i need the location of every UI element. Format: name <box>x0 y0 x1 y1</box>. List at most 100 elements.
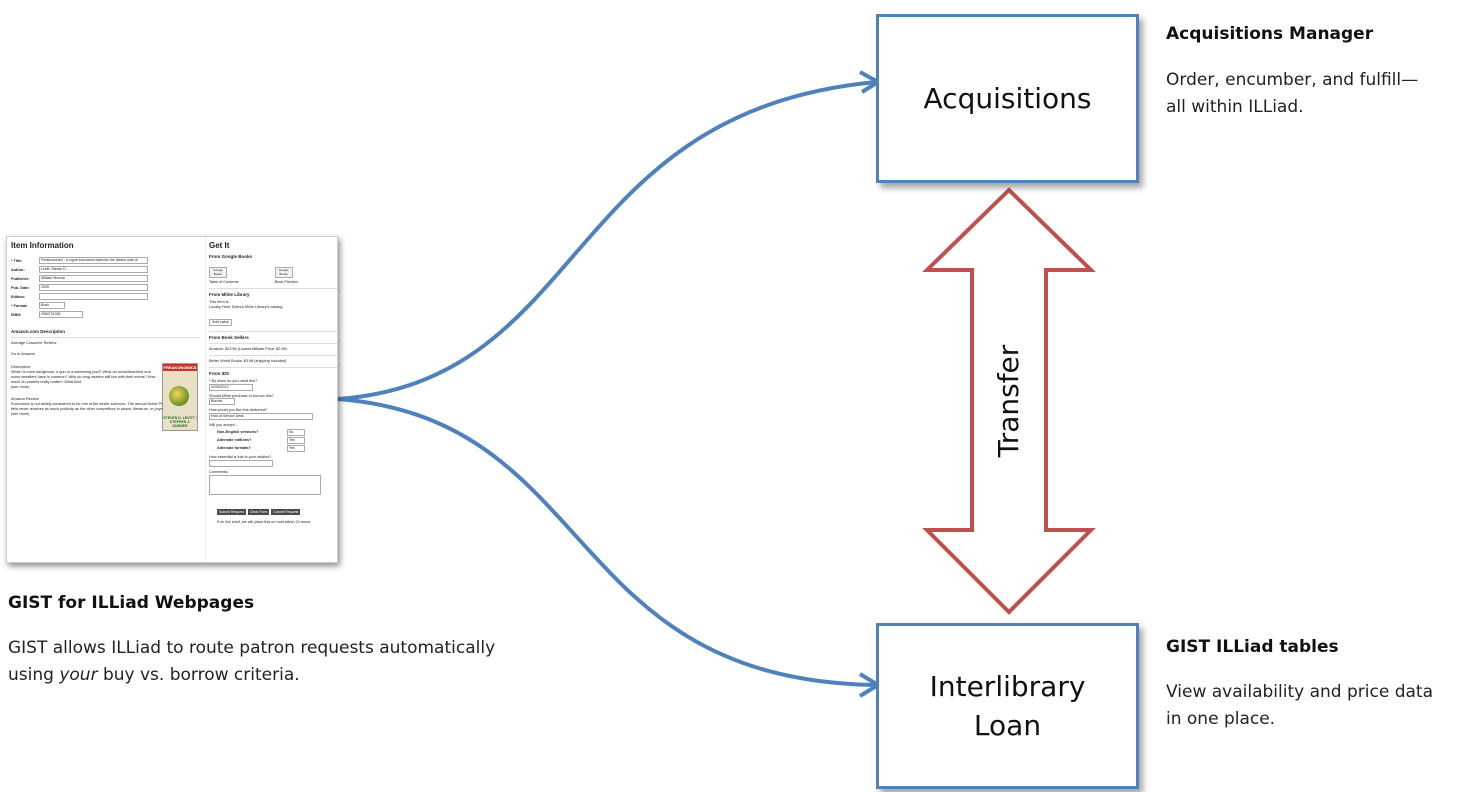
connector-to-acquisitions <box>337 80 877 401</box>
date-input[interactable]: 02/06/2012 <box>209 383 253 391</box>
item-field-row: Publisher: William Morrow <box>11 274 199 283</box>
purchase-select[interactable]: Borrow <box>209 398 235 406</box>
gist-webpages-heading: GIST for ILLiad Webpages <box>8 593 255 613</box>
seller-better-world[interactable]: Better World Books: $3.98 (shipping incl… <box>209 358 287 363</box>
item-fields: * Title: Freakonomics : a rogue economist… <box>11 256 199 319</box>
amazon-review-text: Economics is not widely considered to be… <box>11 402 191 412</box>
item-field-row: * Title: Freakonomics : a rogue economist… <box>11 256 199 265</box>
acq-manager-heading: Acquisitions Manager <box>1166 24 1374 44</box>
gist-webpages-desc: GIST allows ILLiad to route patron reque… <box>8 635 495 689</box>
milne-line2: Locally Held: Search Milne Library's cat… <box>209 304 283 309</box>
book-cover-title: FREAKONOMICS <box>163 364 197 371</box>
gist-webpages-desc-line1: GIST allows ILLiad to route patron reque… <box>8 638 496 658</box>
see-more-link-2[interactable]: (see more) <box>11 412 30 417</box>
item-field-row: Author: Levitt, Steven D. <box>11 265 199 274</box>
milne-button[interactable]: Add value <box>209 318 232 326</box>
accept-row: Alternate formats? Yes <box>209 445 337 453</box>
accept-label: Alternate editions? <box>217 438 252 443</box>
book-cover-apple-icon <box>169 386 189 406</box>
accept-select[interactable]: Yes <box>287 437 305 445</box>
transfer-double-arrow <box>922 187 1096 615</box>
milne-line1: This Item is : <box>209 299 231 304</box>
item-field-row: * Format: Book <box>11 301 199 310</box>
transfer-label: Transfer <box>992 344 1025 458</box>
acquisitions-box: Acquisitions <box>876 14 1139 183</box>
item-field-row: Pub. Date: 2005 <box>11 283 199 292</box>
item-field-row: ISBN: 0060731326 <box>11 310 199 319</box>
go-to-amazon-link[interactable]: Go to Amazon <box>11 351 36 356</box>
item-field-label: Author: <box>11 267 25 272</box>
q-deliver: How would you like this delivered? <box>209 408 268 413</box>
item-information-title: Item Information <box>11 241 74 250</box>
accept-select[interactable]: No <box>287 429 305 437</box>
item-field-label: Publisher: <box>11 276 30 281</box>
acq-manager-desc-line2: all within ILLiad. <box>1166 97 1304 118</box>
from-milne-library: From Milne Library <box>209 291 250 297</box>
google-preview-button[interactable]: Google Books <box>274 267 293 278</box>
item-field-label: * Format: <box>11 303 28 308</box>
gist-webpages-desc-post: buy vs. borrow criteria. <box>97 665 300 686</box>
q-accept: Will you accept... <box>209 423 238 428</box>
interlibrary-loan-box: Interlibrary Loan <box>876 623 1139 789</box>
from-ids: From IDS <box>209 370 230 376</box>
item-field-input[interactable]: Levitt, Steven D. <box>39 266 148 273</box>
accept-label: Alternate formats? <box>217 446 251 451</box>
form-button[interactable]: Submit Request <box>217 509 246 516</box>
form-footer: If on the shelf, we will place this on h… <box>217 520 312 525</box>
q-essential: How essential is this to your studies? <box>209 455 272 460</box>
form-button[interactable]: Cancel Request <box>271 509 301 516</box>
gist-webpages-desc-em: your <box>59 665 98 686</box>
item-field-label: Pub. Date: <box>11 285 30 290</box>
acq-manager-desc: Order, encumber, and fulfill— all within… <box>1166 67 1418 121</box>
acquisitions-label: Acquisitions <box>923 81 1092 115</box>
amazon-description-title: Amazon.com Description <box>11 329 66 334</box>
item-field-input[interactable]: Book <box>39 302 65 309</box>
accept-label: Non-English versions? <box>217 430 259 435</box>
item-field-label: * Title: <box>11 258 23 263</box>
comments-textarea[interactable] <box>209 475 321 496</box>
google-toc-button[interactable]: Google Books <box>209 267 227 278</box>
item-field-input[interactable]: William Morrow <box>39 275 148 282</box>
item-field-input[interactable]: 0060731326 <box>39 311 83 318</box>
item-field-input[interactable]: Freakonomics : a rogue economist explore… <box>39 257 148 264</box>
gist-webpages-desc-line2: using your buy vs. borrow criteria. <box>8 662 495 689</box>
from-google-books: From Google Books <box>209 254 253 259</box>
interlibrary-loan-label: Interlibrary Loan <box>930 667 1086 745</box>
description-text: Which is more dangerous, a gun or a swim… <box>11 369 156 384</box>
essential-select[interactable] <box>209 460 273 468</box>
item-information-column: Item Information * Title: Freakonomics : … <box>11 237 199 417</box>
accept-row: Alternate editions? Yes <box>209 437 337 445</box>
gist-webpage-screenshot: Item Information * Title: Freakonomics : … <box>6 236 338 563</box>
gist-webpages-desc-pre: using <box>8 665 60 686</box>
acq-manager-desc-line1: Order, encumber, and fulfill— <box>1166 70 1419 90</box>
q-purchase: Should Milne purchase or borrow this? <box>209 393 274 398</box>
ill-label-line1: Interlibrary <box>929 669 1086 703</box>
deliver-select[interactable]: Hold at Service Desk <box>209 413 313 421</box>
item-field-input[interactable]: 2005 <box>39 284 148 291</box>
item-field-label: ISBN: <box>11 312 22 317</box>
item-field-label: Edition: <box>11 294 26 299</box>
accept-select[interactable]: Yes <box>287 445 305 453</box>
amazon-review-label: Amazon Review: <box>11 397 40 402</box>
ill-label-line2: Loan <box>973 709 1042 742</box>
accept-row: Non-English versions? No <box>209 429 337 437</box>
book-cover-authors: STEVEN D. LEVITT / STEPHEN J. DUBNER <box>163 416 197 428</box>
book-cover: FREAKONOMICS STEVEN D. LEVITT / STEPHEN … <box>162 363 198 431</box>
item-field-row: Edition: <box>11 292 199 301</box>
comments-label: Comments: <box>209 470 229 475</box>
from-book-sellers: From Book Sellers <box>209 334 249 340</box>
seller-amazon[interactable]: Amazon: $23.56 (Lowest Affiliate Price: … <box>209 346 287 351</box>
get-it-title: Get It <box>209 241 230 250</box>
see-more-link-1[interactable]: (see more) <box>11 384 30 389</box>
get-it-column: Get It From Google Books Google Books Ta… <box>205 237 337 562</box>
description-label: Description: <box>11 364 32 369</box>
gist-tables-desc-line1: View availability and price data <box>1166 682 1433 702</box>
average-review: Average Customer Review: <box>11 341 58 345</box>
item-field-input[interactable] <box>39 293 148 300</box>
google-toc-label: Table of Contents <box>209 280 239 284</box>
gist-tables-desc-line2: in one place. <box>1166 709 1276 730</box>
form-button[interactable]: Clear Form <box>247 509 270 516</box>
